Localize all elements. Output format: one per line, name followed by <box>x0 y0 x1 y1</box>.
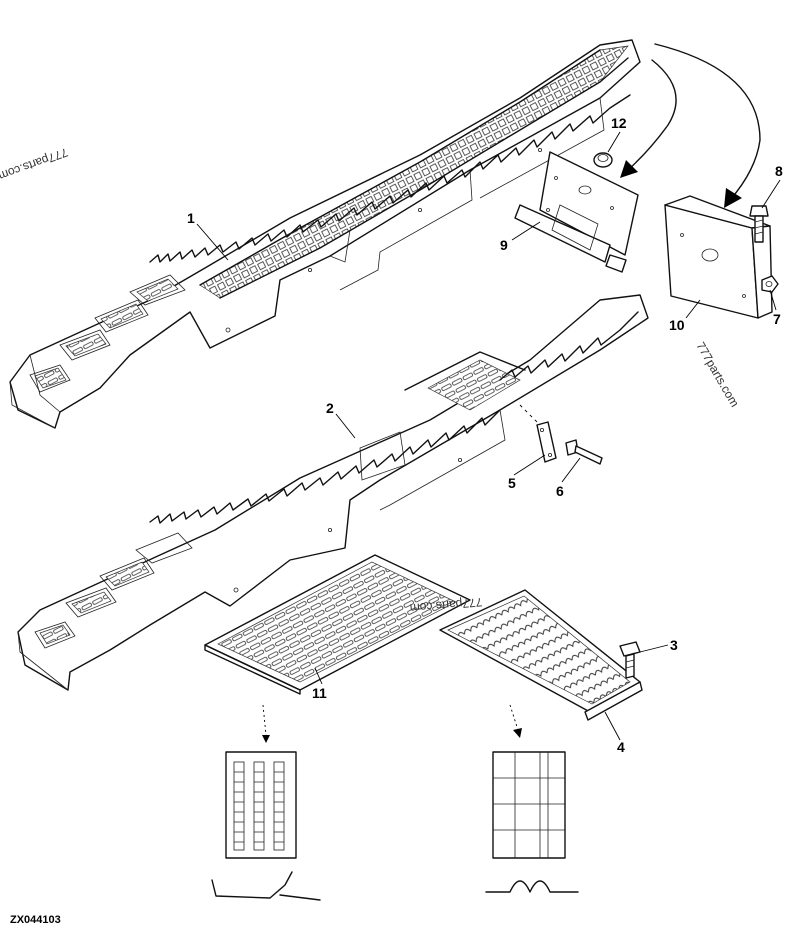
pin-part-6 <box>565 439 603 465</box>
wave-sieve-part-4 <box>439 589 643 721</box>
figure-id: ZX044103 <box>10 914 61 926</box>
callout-2: 2 <box>326 400 334 416</box>
bolt-part-3 <box>619 641 641 679</box>
callout-10: 10 <box>669 317 685 333</box>
callout-3: 3 <box>670 637 678 653</box>
callout-1: 1 <box>187 210 195 226</box>
callout-6: 6 <box>556 483 564 499</box>
watermark-right: 777parts.com <box>693 340 741 410</box>
assembly-dashed-line <box>519 404 541 426</box>
callout-9: 9 <box>500 237 508 253</box>
arrow-to-detail-4 <box>509 704 522 738</box>
bracket-part-9 <box>514 151 639 273</box>
sieve-sheet-part-11 <box>204 554 471 695</box>
callout-12: 12 <box>611 115 627 131</box>
nut-part-7 <box>761 275 779 293</box>
callout-4: 4 <box>617 739 625 755</box>
callout-11: 11 <box>312 685 327 701</box>
bolt-part-8 <box>749 205 769 243</box>
upper-trough-assembly <box>9 39 641 429</box>
arrow-to-detail-11 <box>262 704 270 743</box>
callout-8: 8 <box>775 163 783 179</box>
detail-view-sieve-11 <box>211 751 321 901</box>
grommet-part-12 <box>593 152 613 168</box>
curved-arrow-to-part-10 <box>654 43 761 208</box>
curved-arrow-to-part-9 <box>620 59 677 178</box>
callout-7: 7 <box>773 311 781 327</box>
leader-lines <box>196 131 781 741</box>
clip-part-5 <box>536 421 557 463</box>
watermark-top-left: 777parts.com <box>0 145 70 183</box>
callout-5: 5 <box>508 475 516 491</box>
detail-view-sieve-4 <box>485 751 579 893</box>
plate-part-10 <box>664 195 773 319</box>
lower-trough-assembly <box>17 294 649 691</box>
watermark-center: 777parts.com <box>409 595 483 615</box>
